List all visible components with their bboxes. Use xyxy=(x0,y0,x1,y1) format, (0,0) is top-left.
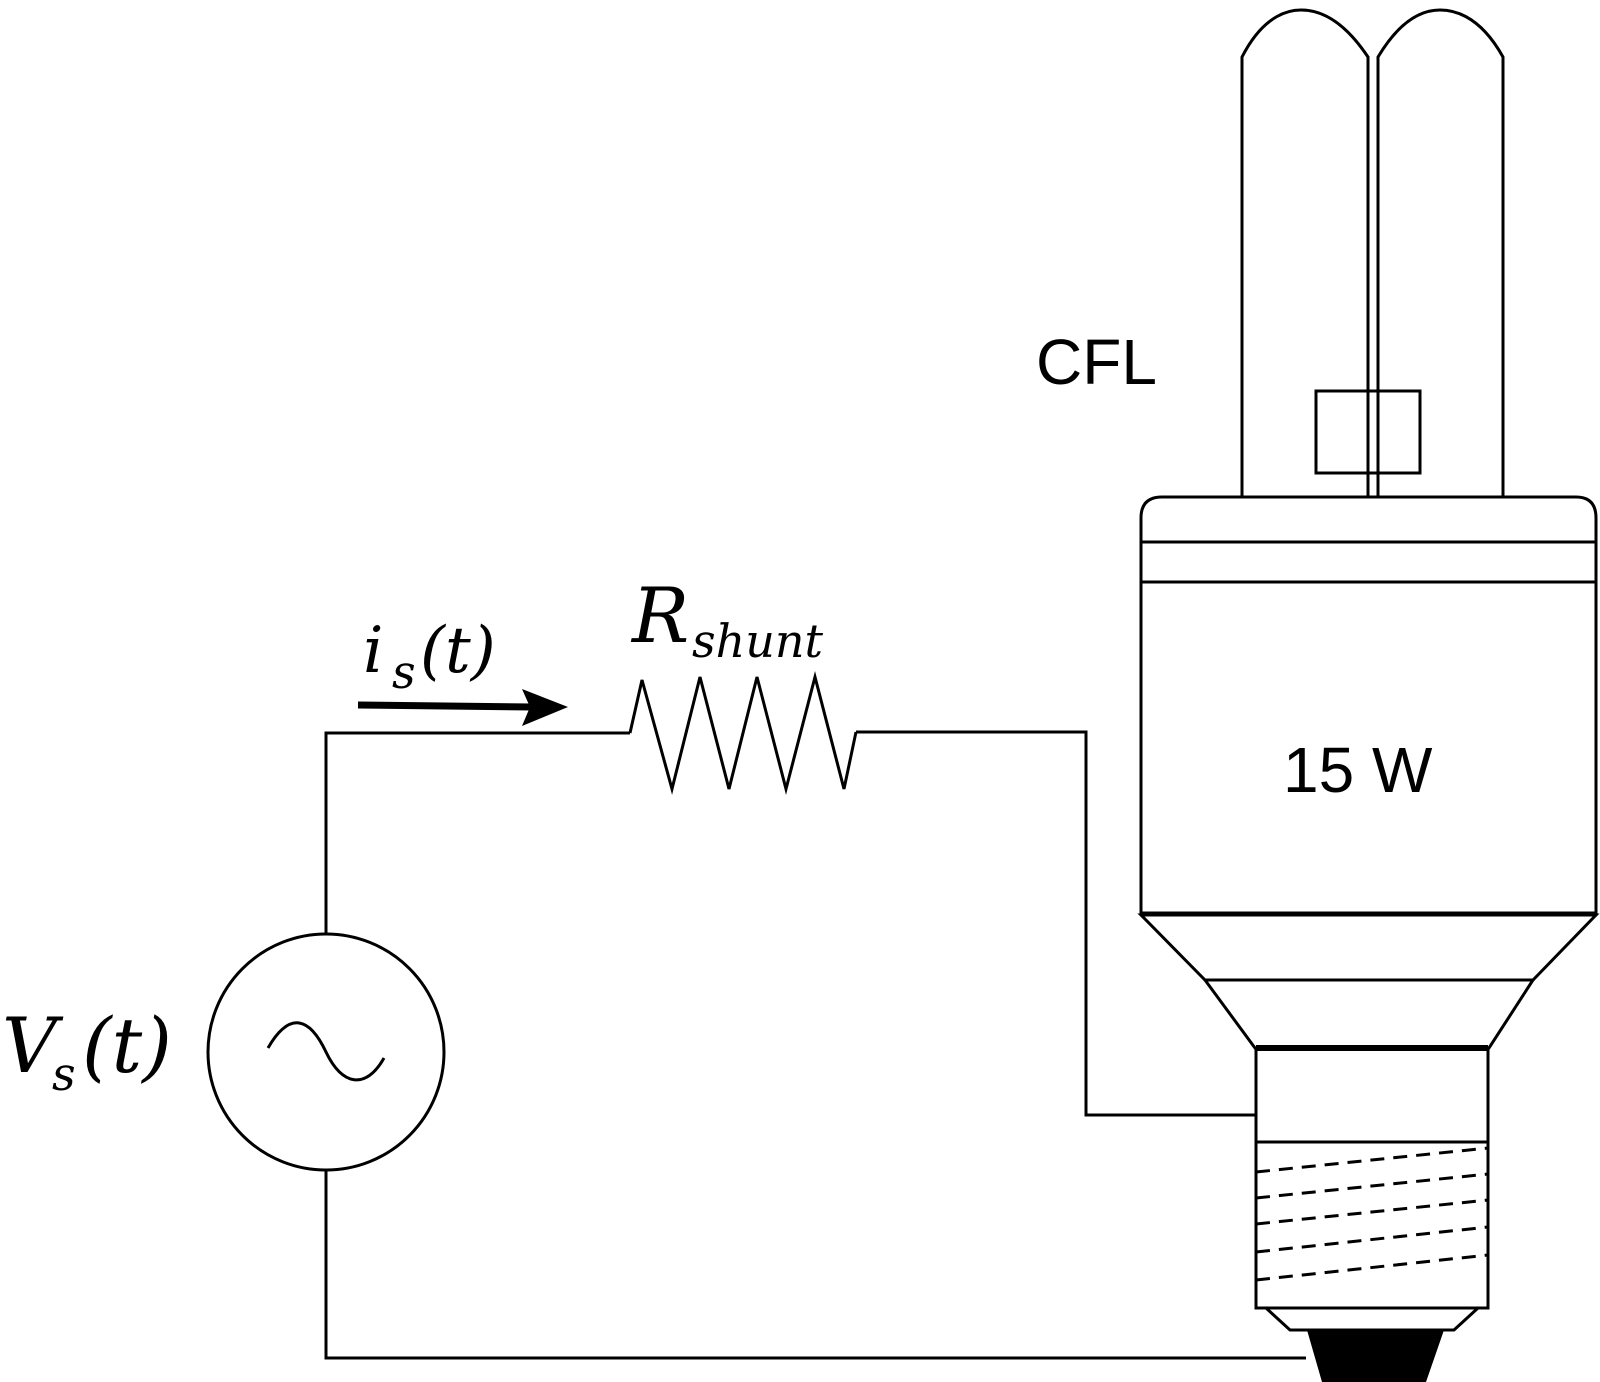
lamp-type-label: CFL xyxy=(1036,326,1157,398)
current-arrow xyxy=(357,689,568,726)
current-label-subscript: s xyxy=(392,645,416,699)
source-label-argument: (t) xyxy=(82,1001,172,1090)
source-label-subscript: s xyxy=(52,1047,76,1101)
lamp-power-label: 15 W xyxy=(1283,734,1433,806)
cfl-lamp xyxy=(1137,8,1600,1382)
cfl-tube-bridge xyxy=(1314,389,1422,475)
circuit-wires xyxy=(324,730,1306,1360)
wire-bottom xyxy=(324,1170,1306,1360)
source-label-main: V xyxy=(2,1001,64,1090)
cfl-base-tip-collar xyxy=(1264,1306,1480,1332)
cfl-ballast-housing xyxy=(1139,495,1598,915)
cfl-tube-left xyxy=(1240,8,1370,497)
resistor-label: R shunt xyxy=(630,571,823,668)
current-label-argument: (t) xyxy=(420,614,496,688)
source-label: V s (t) xyxy=(2,1001,172,1108)
shunt-resistor-zigzag xyxy=(628,671,858,795)
cfl-base-contact xyxy=(1307,1330,1444,1382)
wire-top-right xyxy=(856,730,1256,1117)
resistor-label-subscript: shunt xyxy=(692,614,823,668)
cfl-neck-lower xyxy=(1202,978,1536,1050)
cfl-neck-upper xyxy=(1137,913,1600,982)
ac-voltage-source xyxy=(206,932,446,1172)
current-label-main: i xyxy=(363,614,383,688)
sine-wave-icon xyxy=(266,1021,386,1082)
wire-top-left xyxy=(324,731,630,934)
current-label: i s (t) xyxy=(363,614,496,704)
cfl-tube-right xyxy=(1376,8,1505,497)
cfl-screw-threads xyxy=(1255,1146,1489,1282)
resistor-label-main: R xyxy=(630,571,689,660)
